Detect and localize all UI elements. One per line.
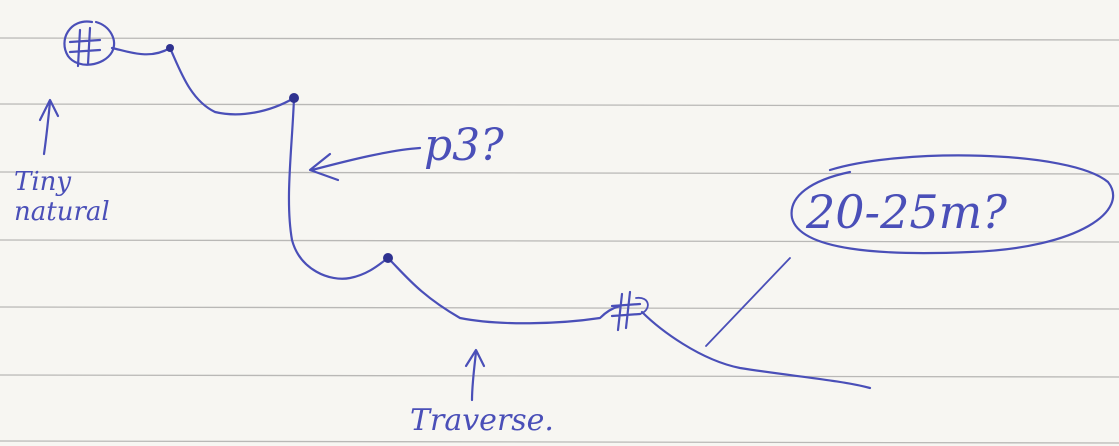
rule-line — [0, 103, 1119, 107]
arrow-left-icon — [308, 146, 422, 182]
anchor-symbol-icon — [63, 20, 116, 68]
callout-pointer — [705, 257, 791, 347]
ruled-lines — [0, 37, 1119, 444]
tiny-natural-label-1: Tiny — [14, 167, 71, 197]
arrow-up-icon — [38, 98, 60, 156]
rule-line — [0, 37, 1119, 41]
callout-ellipse — [790, 154, 1115, 255]
traverse-label: Traverse. — [410, 403, 554, 438]
rule-line — [0, 239, 1119, 243]
length-estimate-label: 20-25m? — [805, 185, 1007, 239]
stance-dot — [166, 44, 174, 52]
rule-line — [0, 374, 1119, 378]
arrow-up-icon — [464, 348, 486, 402]
stance-dot — [383, 253, 393, 263]
rule-line — [0, 306, 1119, 310]
rule-line — [0, 440, 1119, 444]
route-continuation — [640, 310, 872, 390]
rule-line — [0, 171, 1119, 175]
stance-dot — [289, 93, 299, 103]
tiny-natural-label-2: natural — [14, 197, 110, 227]
pitch-question-label: p3? — [424, 120, 504, 171]
anchor-symbol-icon — [610, 290, 649, 332]
route-line — [110, 46, 622, 325]
